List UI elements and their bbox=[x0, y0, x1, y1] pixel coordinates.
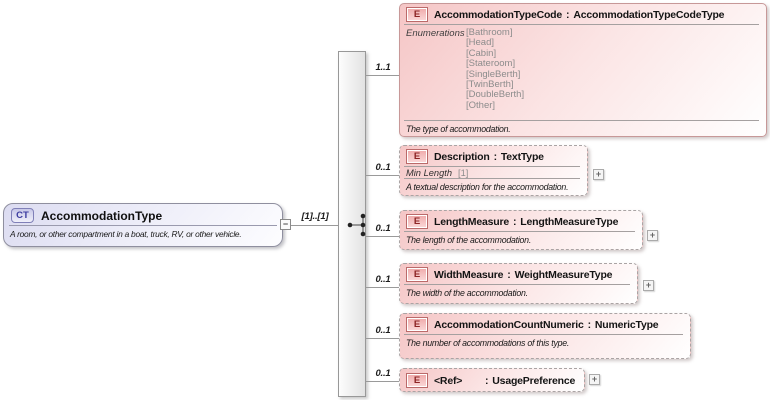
element-title: AccommodationCountNumeric:NumericType bbox=[434, 318, 659, 331]
element-box-widthmeasure[interactable]: E WidthMeasure:WeightMeasureType The wid… bbox=[399, 263, 638, 304]
cardinality-label: 0..1 bbox=[375, 162, 391, 173]
element-title: WidthMeasure:WeightMeasureType bbox=[434, 268, 613, 281]
branch-line bbox=[365, 287, 399, 288]
element-badge-icon: E bbox=[406, 267, 428, 282]
enumeration-values: [Bathroom] [Head] [Cabin] [Stateroom] [S… bbox=[466, 27, 525, 119]
element-badge-icon: E bbox=[406, 7, 428, 22]
divider bbox=[404, 231, 635, 232]
facet-value: [1] bbox=[458, 168, 469, 178]
element-box-ref[interactable]: E <Ref>:UsagePreference bbox=[399, 368, 585, 392]
element-header: E AccommodationCountNumeric:NumericType bbox=[400, 314, 690, 334]
enumeration-value: [SingleBerth] bbox=[466, 68, 521, 80]
root-title: AccommodationType bbox=[41, 208, 163, 223]
element-badge-icon: E bbox=[406, 149, 428, 164]
cardinality-label: 0..1 bbox=[375, 368, 391, 379]
enumeration-value: [Stateroom] bbox=[466, 58, 516, 70]
divider bbox=[404, 24, 759, 25]
element-title: AccommodationTypeCode:AccommodationTypeC… bbox=[434, 8, 725, 21]
complextype-badge-icon: CT bbox=[11, 208, 34, 223]
element-box-description[interactable]: E Description:TextType Min Length [1] A … bbox=[399, 145, 588, 196]
element-title: Description:TextType bbox=[434, 150, 544, 163]
branch-line bbox=[365, 236, 399, 237]
expand-icon[interactable]: + bbox=[647, 230, 658, 241]
branch-line bbox=[365, 175, 399, 176]
sequence-icon[interactable] bbox=[347, 211, 369, 239]
element-description: A textual description for the accommodat… bbox=[406, 182, 569, 192]
connector-line bbox=[291, 225, 338, 226]
element-description: The width of the accommodation. bbox=[406, 288, 528, 298]
cardinality-label: 0..1 bbox=[375, 325, 391, 336]
branch-line bbox=[365, 338, 399, 339]
divider bbox=[404, 178, 580, 179]
enumeration-value: [Head] bbox=[466, 37, 494, 49]
element-badge-icon: E bbox=[406, 373, 428, 388]
root-header: CT AccommodationType bbox=[4, 204, 282, 225]
element-header: E WidthMeasure:WeightMeasureType bbox=[400, 264, 637, 284]
element-box-lengthmeasure[interactable]: E LengthMeasure:LengthMeasureType The le… bbox=[399, 210, 643, 250]
enumeration-value: [DoubleBerth] bbox=[466, 89, 525, 101]
branch-line bbox=[365, 75, 399, 76]
enumerations-label: Enumerations bbox=[406, 28, 465, 39]
enumeration-value: [Cabin] bbox=[466, 47, 497, 59]
collapse-icon[interactable]: − bbox=[280, 219, 291, 230]
element-header: E AccommodationTypeCode:AccommodationTyp… bbox=[400, 4, 766, 24]
divider bbox=[404, 334, 683, 335]
element-description: The type of accommodation. bbox=[406, 124, 511, 134]
expand-icon[interactable]: + bbox=[589, 374, 600, 385]
element-box-accommodationtypecode[interactable]: E AccommodationTypeCode:AccommodationTyp… bbox=[399, 3, 767, 137]
enumeration-value: [Bathroom] bbox=[466, 27, 513, 38]
element-description: The number of accommodations of this typ… bbox=[406, 338, 570, 348]
root-cardinality: [1]..[1] bbox=[301, 211, 329, 222]
enumeration-value: [TwinBerth] bbox=[466, 79, 514, 91]
cardinality-label: 1..1 bbox=[375, 62, 391, 73]
element-box-accommodationcountnumeric[interactable]: E AccommodationCountNumeric:NumericType … bbox=[399, 313, 691, 359]
root-description: A room, or other compartment in a boat, … bbox=[10, 229, 242, 239]
enumeration-value: [Other] bbox=[466, 99, 496, 111]
facet-row: Min Length [1] bbox=[400, 167, 587, 178]
element-badge-icon: E bbox=[406, 214, 428, 229]
cardinality-label: 0..1 bbox=[375, 274, 391, 285]
facet-label: Min Length bbox=[406, 168, 452, 178]
element-title: LengthMeasure:LengthMeasureType bbox=[434, 215, 619, 228]
element-header: E LengthMeasure:LengthMeasureType bbox=[400, 211, 642, 231]
element-badge-icon: E bbox=[406, 317, 428, 332]
divider bbox=[404, 120, 759, 121]
divider bbox=[404, 166, 580, 167]
root-complextype-box[interactable]: CT AccommodationType A room, or other co… bbox=[3, 203, 283, 247]
element-header: E Description:TextType bbox=[400, 146, 587, 166]
expand-icon[interactable]: + bbox=[643, 280, 654, 291]
element-title: <Ref>:UsagePreference bbox=[434, 374, 576, 387]
element-description: The length of the accommodation. bbox=[406, 235, 532, 245]
divider bbox=[9, 225, 277, 226]
enumerations-section: Enumerations [Bathroom] [Head] [Cabin] [… bbox=[400, 25, 766, 120]
divider bbox=[404, 284, 630, 285]
branch-line bbox=[365, 381, 399, 382]
element-header: E <Ref>:UsagePreference bbox=[400, 370, 584, 390]
cardinality-label: 0..1 bbox=[375, 223, 391, 234]
expand-icon[interactable]: + bbox=[593, 169, 604, 180]
